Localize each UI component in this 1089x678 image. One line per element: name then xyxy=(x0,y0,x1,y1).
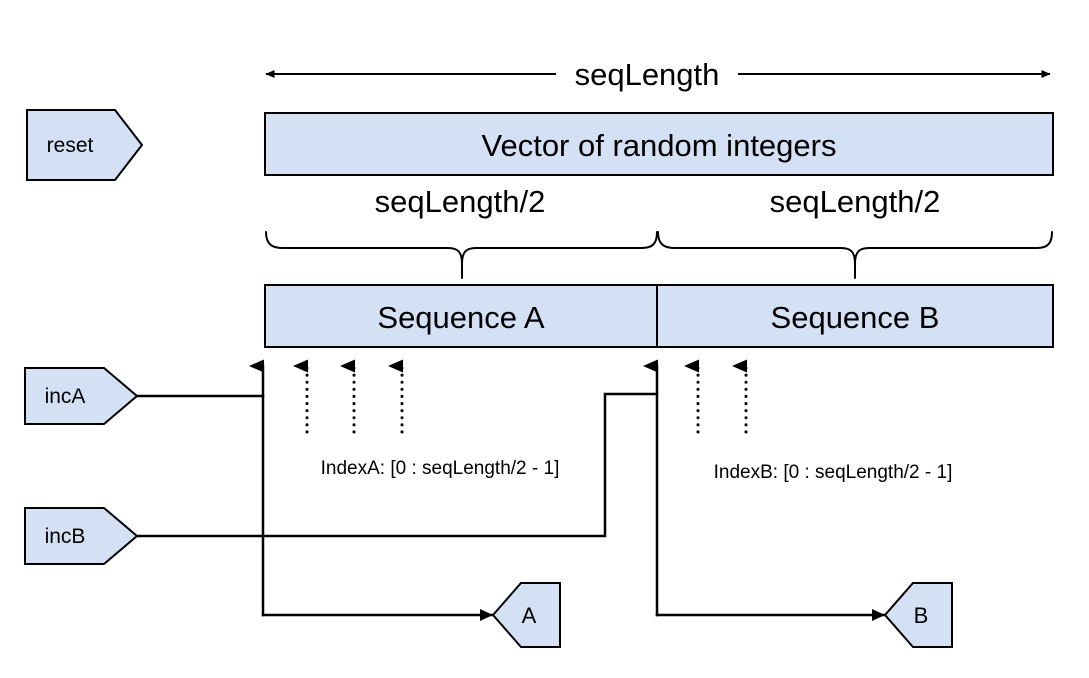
vector-box[interactable]: Vector of random integers xyxy=(264,112,1054,176)
output-a[interactable]: A xyxy=(491,582,561,648)
vector-box-label: Vector of random integers xyxy=(482,128,837,163)
seqlength-half-label-right: seqLength/2 xyxy=(770,184,941,219)
input-inca[interactable]: incA xyxy=(24,367,139,425)
sequence-a-label: Sequence A xyxy=(377,300,545,335)
inca-label: incA xyxy=(45,385,86,408)
output-a-label: A xyxy=(522,603,537,628)
incb-label: incB xyxy=(45,525,86,548)
output-a-shape[interactable] xyxy=(491,582,561,648)
wire-incb-routed xyxy=(135,392,659,538)
seqlength-label: seqLength xyxy=(575,57,720,92)
index-a-label: IndexA: [0 : seqLength/2 - 1] xyxy=(321,458,560,479)
output-b[interactable]: B xyxy=(883,582,953,648)
sequence-b-label: Sequence B xyxy=(771,300,940,335)
reset-label: reset xyxy=(47,134,94,157)
brace-right xyxy=(657,231,1053,279)
output-b-label: B xyxy=(914,603,929,628)
sequence-b-box[interactable]: Sequence B xyxy=(656,284,1054,348)
index-a-dotted-arrows xyxy=(293,359,404,434)
incb-shape[interactable] xyxy=(24,507,139,565)
wire-inca xyxy=(135,359,494,621)
sequence-a-box[interactable]: Sequence A xyxy=(264,284,658,348)
sequence-b-rect[interactable] xyxy=(656,284,1054,348)
wire-incb xyxy=(135,359,886,621)
index-b-dotted-arrows xyxy=(684,359,748,434)
seqlength-measure-arrow: seqLength xyxy=(265,57,1051,92)
output-b-shape[interactable] xyxy=(883,582,953,648)
seqlength-half-label-left: seqLength/2 xyxy=(375,184,546,219)
vector-box-rect[interactable] xyxy=(264,112,1054,176)
brace-left xyxy=(265,231,658,279)
input-reset[interactable]: reset xyxy=(26,109,144,181)
index-b-label: IndexB: [0 : seqLength/2 - 1] xyxy=(714,462,953,483)
reset-shape[interactable] xyxy=(26,109,144,181)
inca-shape[interactable] xyxy=(24,367,139,425)
input-incb[interactable]: incB xyxy=(24,507,139,565)
